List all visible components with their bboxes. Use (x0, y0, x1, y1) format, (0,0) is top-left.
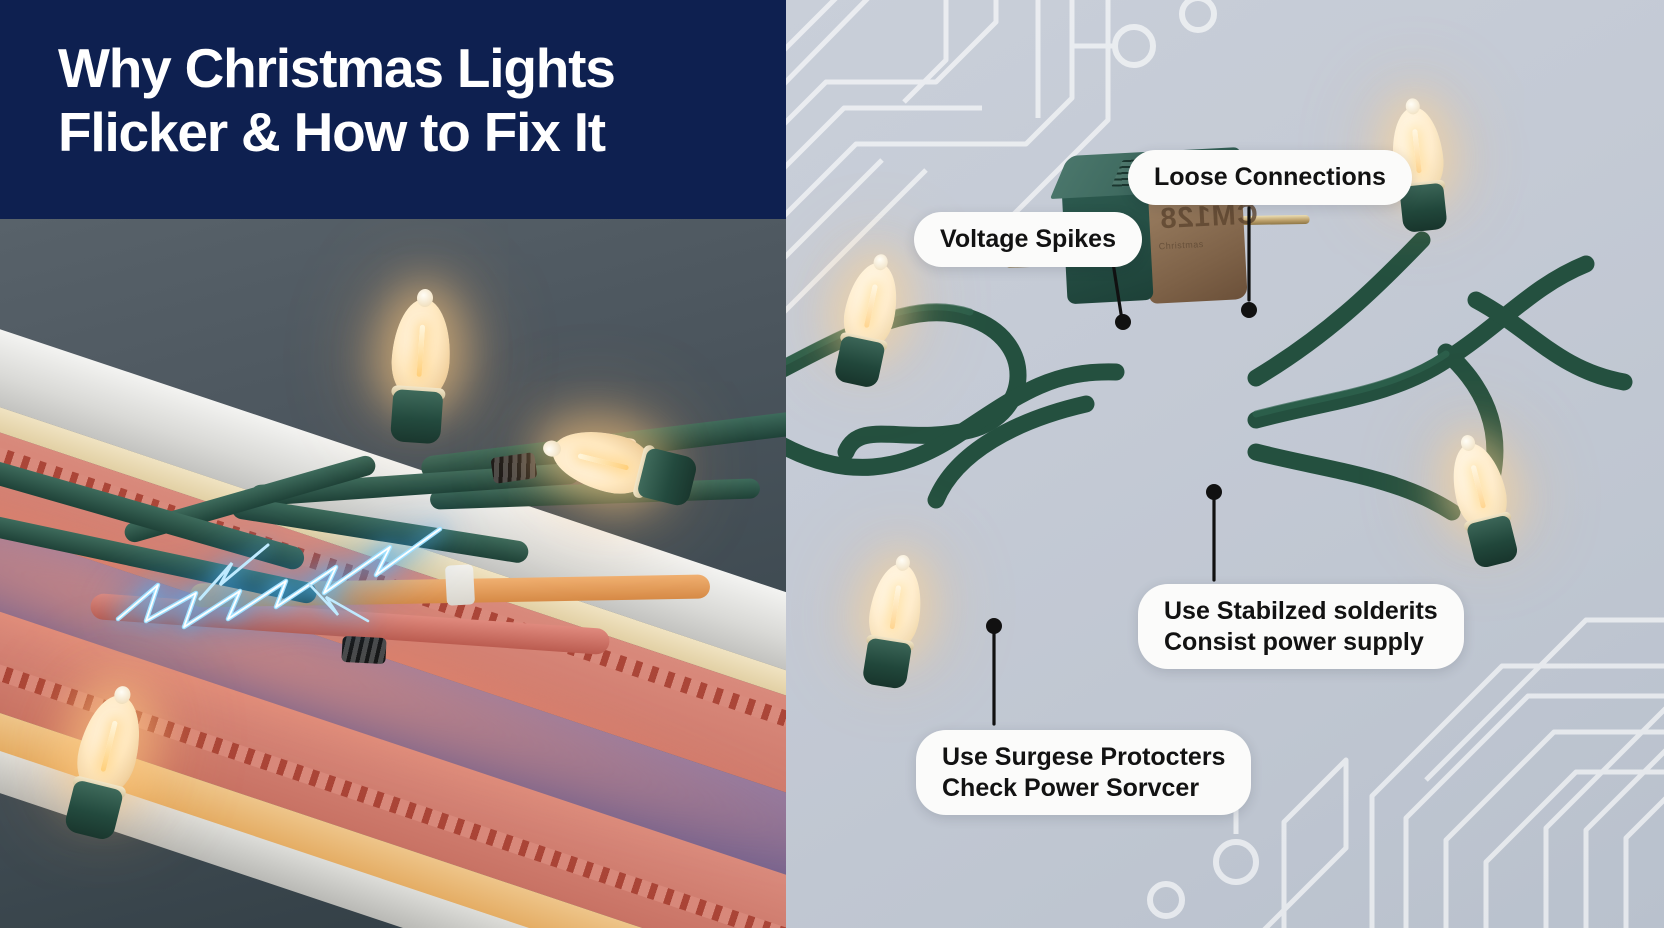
left-panel: Why Christmas Lights Flicker & How to Fi… (0, 0, 786, 928)
circuit-trace-background (786, 0, 1664, 928)
callout-dot-loose-connections (1241, 302, 1257, 318)
electric-arc (100, 489, 530, 689)
title-banner: Why Christmas Lights Flicker & How to Fi… (0, 0, 786, 219)
callout-voltage-spikes[interactable]: Voltage Spikes (914, 212, 1142, 267)
product-photo (0, 219, 786, 928)
callout-leader-lines (786, 0, 1664, 928)
callout-loose-connections[interactable]: Loose Connections (1128, 150, 1412, 205)
callout-dot-surge-protectors (986, 618, 1002, 634)
page-title: Why Christmas Lights Flicker & How to Fi… (58, 37, 616, 163)
bulb-base (389, 389, 444, 445)
right-panel: CM128 Christmas Voltage Spikes (786, 0, 1664, 928)
callout-stabilized-supply[interactable]: Use Stabilzed solderits Consist power su… (1138, 584, 1464, 669)
callout-surge-protectors[interactable]: Use Surgese Protocters Check Power Sorvc… (916, 730, 1252, 815)
callout-dot-stabilized-supply (1206, 484, 1222, 500)
callout-dot-voltage-spikes (1115, 314, 1131, 330)
bulb-base (63, 779, 125, 842)
